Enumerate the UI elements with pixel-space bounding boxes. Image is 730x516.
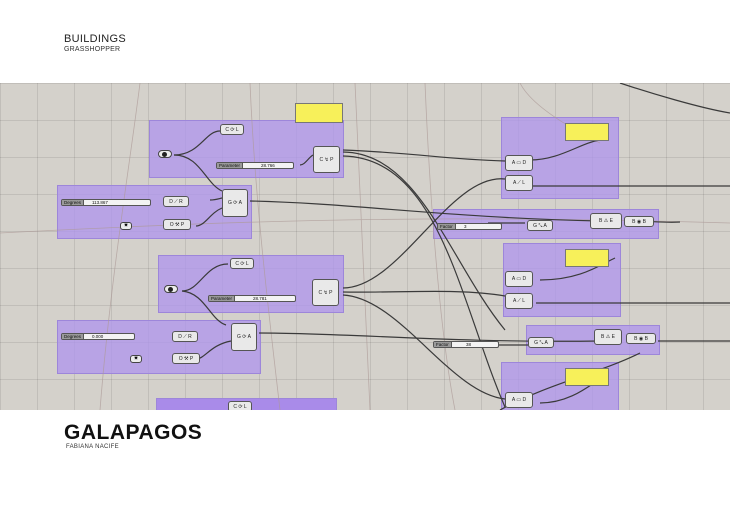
rotate-component-2[interactable]: C ⟳ L <box>230 258 254 269</box>
degrees-slider-1[interactable]: Degrees 113.867 <box>61 199 151 206</box>
rotate-axis-component-1[interactable]: G ⟳ A <box>222 189 248 217</box>
output-panel-4 <box>565 368 609 386</box>
output-panel-3 <box>565 249 609 267</box>
wires-layer <box>0 83 730 410</box>
point-component-1[interactable]: O ⚒ P <box>163 219 191 230</box>
parameter-slider-2[interactable]: Parameter 28.781 <box>208 295 296 302</box>
rotate-component[interactable]: C ⟳ L <box>220 124 244 135</box>
boolean-toggle[interactable] <box>158 150 172 158</box>
page-subtitle: GRASSHOPPER <box>64 46 121 53</box>
project-title: GALAPAGOS <box>64 421 203 444</box>
rotate-component-3[interactable]: C ⟳ L <box>228 401 252 410</box>
extrude-component-2[interactable]: A ▭ D <box>505 271 533 287</box>
warning-component-1[interactable]: B ⚠ E <box>590 213 622 229</box>
output-panel-2 <box>565 123 609 141</box>
extrude-component-1[interactable]: A ▭ D <box>505 155 533 171</box>
radians-component[interactable]: D ⟋ R <box>163 196 189 207</box>
evaluate-component[interactable]: C ↯ P <box>313 146 340 173</box>
rotate-axis-component-2[interactable]: G ⟳ A <box>231 323 257 351</box>
solid-component-1[interactable]: B ◉ B <box>624 216 654 227</box>
solid-component-2[interactable]: B ◉ B <box>626 333 656 344</box>
output-panel-1 <box>295 103 343 123</box>
radians-component-2[interactable]: D ⟋ R <box>172 331 198 342</box>
boolean-toggle-2[interactable] <box>164 285 178 293</box>
gear-icon-2[interactable]: ✷ <box>130 355 142 363</box>
scale-component-1[interactable]: G ⤡ A <box>527 220 553 231</box>
page-title: BUILDINGS <box>64 33 126 45</box>
factor-slider-1[interactable]: Factor 3 <box>437 223 502 230</box>
line-component-2[interactable]: A ⟋ L <box>505 293 533 309</box>
evaluate-component-2[interactable]: C ↯ P <box>312 279 339 306</box>
parameter-slider-1[interactable]: Parameter 28.766 <box>216 162 294 169</box>
warning-component-2[interactable]: B ⚠ E <box>594 329 622 345</box>
line-component-1[interactable]: A ⟋ L <box>505 175 533 191</box>
group-degrees-1[interactable] <box>57 185 252 239</box>
scale-component-2[interactable]: G ⤡ A <box>528 337 554 348</box>
extrude-component-3[interactable]: A ▭ D <box>505 392 533 408</box>
group-degrees-2[interactable] <box>57 320 261 374</box>
author-name: FABIANA NACIFE <box>66 444 119 450</box>
grasshopper-canvas[interactable]: C ⟳ L Parameter 28.766 C ↯ P Degrees 113… <box>0 83 730 410</box>
point-component-2[interactable]: O ⚒ P <box>172 353 200 364</box>
degrees-slider-2[interactable]: Degrees 0.000 <box>61 333 135 340</box>
factor-slider-2[interactable]: Factor 38 <box>433 341 499 348</box>
gear-icon[interactable]: ✷ <box>120 222 132 230</box>
